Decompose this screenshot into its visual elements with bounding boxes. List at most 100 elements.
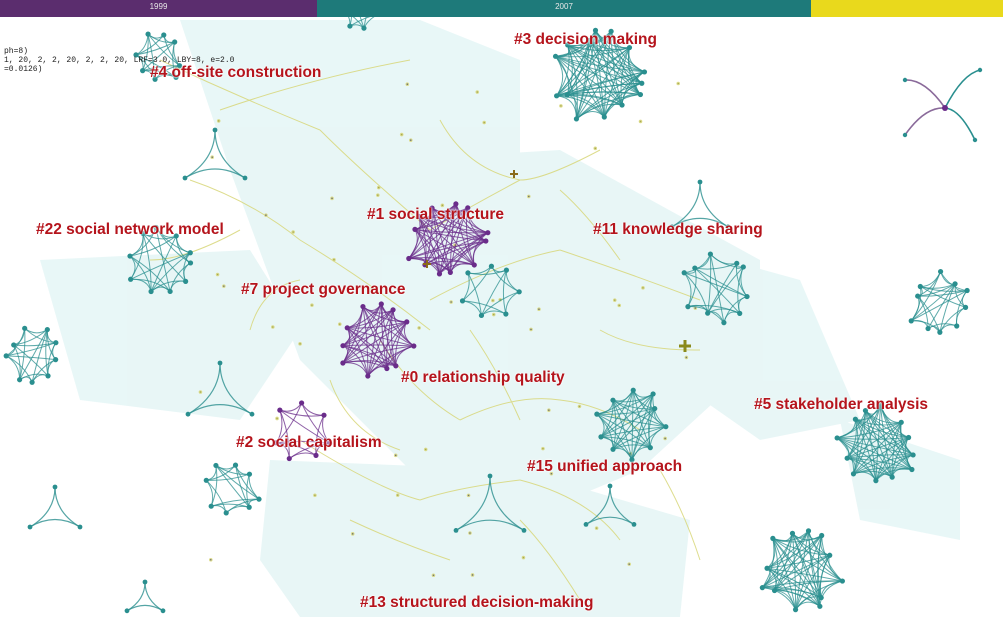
cluster-node[interactable]: [902, 77, 908, 83]
cluster-node[interactable]: [910, 452, 916, 458]
paper-node[interactable]: [537, 307, 541, 312]
cluster-node[interactable]: [601, 114, 607, 120]
cluster-node[interactable]: [321, 412, 327, 418]
cluster-node[interactable]: [917, 283, 923, 290]
cluster-node[interactable]: [852, 416, 859, 422]
paper-node[interactable]: [482, 120, 487, 125]
paper-node[interactable]: [271, 325, 275, 329]
cluster-node[interactable]: [839, 578, 845, 584]
cluster-node[interactable]: [565, 42, 571, 48]
cluster-node[interactable]: [213, 462, 219, 469]
cluster-node[interactable]: [877, 402, 884, 408]
cluster-node[interactable]: [52, 484, 58, 490]
paper-node[interactable]: [684, 355, 689, 360]
cluster-node[interactable]: [128, 276, 134, 282]
cluster-node[interactable]: [344, 325, 350, 331]
cluster-node[interactable]: [610, 446, 616, 452]
paper-node[interactable]: [210, 155, 214, 160]
cluster-node[interactable]: [27, 524, 33, 530]
cluster-node[interactable]: [834, 435, 840, 441]
paper-node[interactable]: [521, 555, 526, 560]
cluster-node[interactable]: [764, 565, 770, 571]
cluster-node[interactable]: [629, 457, 635, 463]
cluster-node[interactable]: [183, 278, 189, 284]
cluster-node[interactable]: [256, 496, 262, 502]
cluster-node[interactable]: [873, 478, 879, 484]
cluster-node[interactable]: [685, 304, 691, 310]
cluster-node[interactable]: [819, 532, 825, 539]
cluster-node[interactable]: [977, 67, 983, 73]
cluster-node[interactable]: [360, 303, 366, 310]
cluster-node[interactable]: [393, 363, 399, 369]
paper-node[interactable]: [222, 284, 226, 288]
cluster-node[interactable]: [140, 230, 146, 237]
cluster-node[interactable]: [152, 76, 158, 82]
cluster-label-22[interactable]: #22 social network model: [36, 221, 224, 238]
cluster-node[interactable]: [850, 471, 857, 477]
cluster-node[interactable]: [909, 466, 915, 473]
cluster-node[interactable]: [637, 91, 644, 98]
cluster-node[interactable]: [17, 377, 23, 383]
cluster-node[interactable]: [792, 607, 799, 613]
cluster-node[interactable]: [905, 434, 912, 441]
cluster-node[interactable]: [619, 102, 625, 108]
cluster-node[interactable]: [172, 39, 178, 45]
cluster-node[interactable]: [208, 503, 214, 509]
paper-node[interactable]: [208, 557, 213, 562]
cluster-node[interactable]: [161, 32, 167, 38]
cluster-node[interactable]: [610, 397, 616, 403]
cluster-node[interactable]: [937, 329, 943, 335]
cluster-node[interactable]: [232, 462, 239, 468]
cluster-node[interactable]: [187, 250, 193, 256]
cluster-node[interactable]: [485, 230, 491, 236]
cluster-node[interactable]: [29, 379, 35, 385]
paper-node[interactable]: [466, 493, 471, 498]
cluster-node[interactable]: [516, 289, 522, 295]
cluster-node[interactable]: [286, 455, 292, 462]
paper-node[interactable]: [350, 532, 355, 536]
cluster-node[interactable]: [3, 353, 9, 359]
cluster-node[interactable]: [626, 44, 633, 51]
cluster-node[interactable]: [406, 255, 412, 262]
paper-node[interactable]: [475, 90, 480, 94]
cluster-node[interactable]: [503, 267, 510, 273]
paper-node[interactable]: [541, 446, 545, 451]
cluster-node[interactable]: [915, 293, 921, 299]
paper-node[interactable]: [638, 119, 643, 124]
cluster-node[interactable]: [203, 477, 209, 483]
cluster-node[interactable]: [313, 452, 319, 458]
cluster-node[interactable]: [487, 473, 493, 479]
cluster-node[interactable]: [583, 522, 589, 527]
cluster-node[interactable]: [564, 92, 570, 98]
cluster-node[interactable]: [818, 595, 824, 601]
cluster-node[interactable]: [488, 263, 495, 269]
cluster-node[interactable]: [952, 281, 958, 287]
cluster-node[interactable]: [471, 262, 477, 268]
cluster-node[interactable]: [217, 360, 223, 366]
cluster-label-1[interactable]: #1 social structure: [367, 206, 504, 223]
cluster-node[interactable]: [160, 608, 166, 614]
cluster-node[interactable]: [608, 28, 614, 34]
cluster-node[interactable]: [436, 271, 443, 277]
cluster-node[interactable]: [44, 326, 50, 333]
cluster-node[interactable]: [124, 608, 130, 614]
paper-node[interactable]: [617, 303, 622, 308]
cluster-node[interactable]: [404, 319, 410, 325]
cluster-node[interactable]: [182, 175, 188, 181]
cluster-node[interactable]: [77, 524, 83, 530]
paper-node[interactable]: [547, 408, 551, 412]
cluster-node[interactable]: [140, 68, 146, 74]
cluster-node[interactable]: [697, 179, 703, 185]
paper-node[interactable]: [612, 298, 617, 302]
cluster-node[interactable]: [592, 27, 599, 33]
cluster-node[interactable]: [737, 310, 743, 316]
cluster-node[interactable]: [127, 253, 133, 259]
cluster-node[interactable]: [299, 400, 305, 406]
paper-node[interactable]: [332, 257, 336, 262]
paper-node[interactable]: [449, 300, 453, 304]
cluster-node[interactable]: [187, 260, 194, 266]
paper-node[interactable]: [470, 573, 475, 577]
paper-node[interactable]: [264, 213, 268, 217]
cluster-node[interactable]: [242, 175, 248, 181]
cluster-node[interactable]: [630, 387, 636, 393]
